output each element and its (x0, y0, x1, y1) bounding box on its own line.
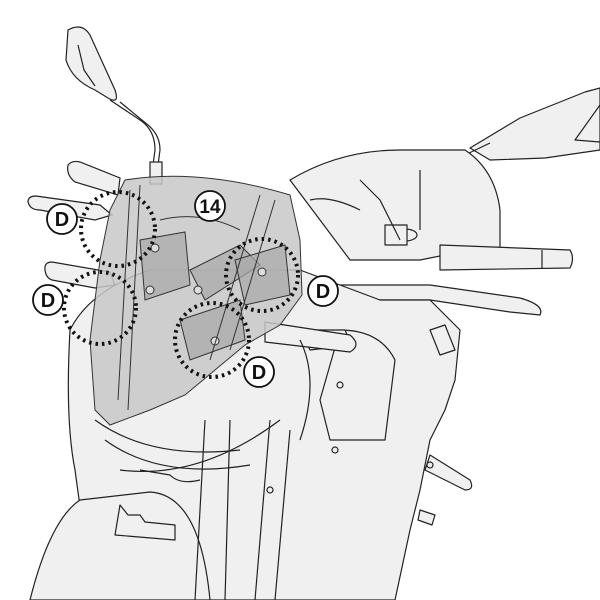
detail-label-text: D (316, 281, 330, 303)
detail-circle-3 (224, 237, 300, 313)
label-detail-d3: D (307, 275, 339, 307)
label-part-14: 14 (194, 190, 226, 222)
callout-labels: 14 D D D D (32, 190, 339, 388)
windscreen (89, 175, 303, 426)
detail-label-text: D (41, 290, 55, 312)
left-grip (67, 160, 121, 196)
label-detail-d2: D (32, 284, 64, 316)
detail-label-text: D (55, 209, 69, 231)
right-brake-lever (339, 284, 542, 316)
detail-circle-4 (173, 301, 251, 379)
detail-circle-2 (62, 270, 138, 346)
front-fender (29, 491, 211, 600)
detail-label-text: D (252, 362, 266, 384)
right-mirror (469, 87, 600, 161)
left-mirror (65, 26, 163, 185)
right-handlebar (439, 244, 574, 271)
detail-circles (62, 190, 300, 379)
detail-circle-1 (79, 190, 157, 268)
label-detail-d4: D (243, 356, 275, 388)
part-number-text: 14 (199, 197, 221, 218)
label-detail-d1: D (46, 203, 78, 235)
